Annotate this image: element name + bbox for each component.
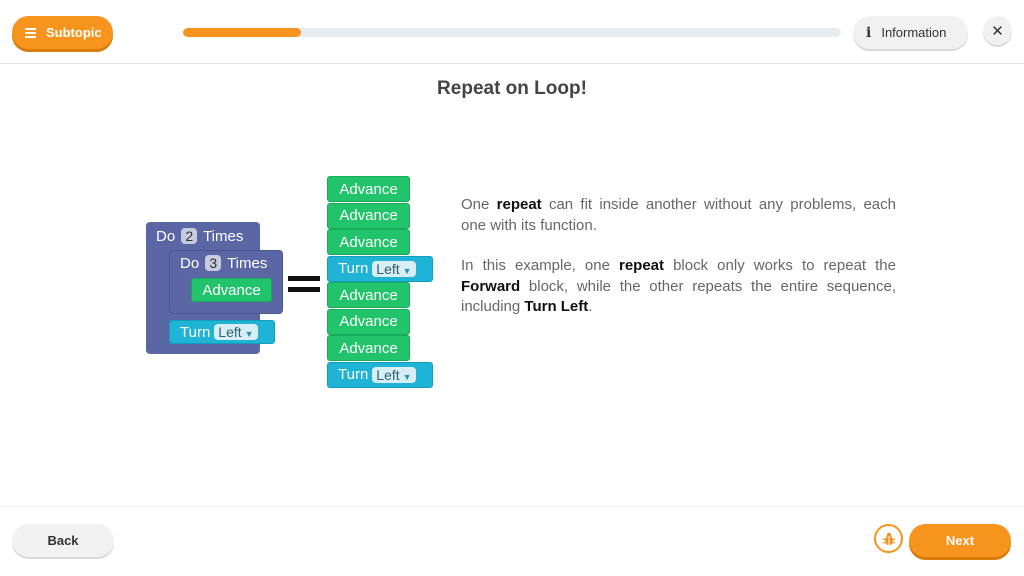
information-label: Information xyxy=(881,25,947,40)
turn-label: Turn xyxy=(338,260,369,277)
dropdown-caret-icon: ▼ xyxy=(402,371,412,382)
information-button[interactable]: i Information xyxy=(853,16,968,49)
page-title: Repeat on Loop! xyxy=(437,78,587,99)
info-icon: i xyxy=(866,24,872,41)
advance-block: Advance xyxy=(327,282,410,308)
inner-loop-suffix: Times xyxy=(227,255,268,272)
turn-label: Turn xyxy=(338,366,369,383)
progress-fill xyxy=(183,28,302,37)
direction-value: Left xyxy=(218,324,242,340)
close-icon: ✕ xyxy=(991,22,1004,40)
inner-loop-count: 3 xyxy=(205,255,222,271)
outer-loop-suffix: Times xyxy=(203,228,244,245)
dropdown-caret-icon: ▼ xyxy=(244,329,254,339)
report-bug-button[interactable] xyxy=(874,524,903,553)
subtopic-label: Subtopic xyxy=(46,25,102,40)
dropdown-caret-icon: ▼ xyxy=(402,265,412,276)
turn-block-nested: Turn Left▼ xyxy=(169,320,275,344)
advance-block: Advance xyxy=(327,176,410,202)
advance-block: Advance xyxy=(327,335,410,361)
direction-dropdown: Left▼ xyxy=(214,324,258,340)
direction-dropdown: Left▼ xyxy=(372,260,416,277)
top-bar: Subtopic i Information ✕ xyxy=(0,0,1024,64)
direction-dropdown: Left▼ xyxy=(372,366,416,383)
loop-illustration: Do 2 Times Do 3 Times Advance Turn Left▼… xyxy=(140,170,440,400)
bug-icon xyxy=(882,532,895,545)
back-button[interactable]: Back xyxy=(12,524,114,557)
footer-bar: Back Next xyxy=(0,506,1024,576)
direction-value: Left xyxy=(376,260,400,277)
close-button[interactable]: ✕ xyxy=(983,16,1012,45)
paragraph-1: One repeat can fit inside another withou… xyxy=(461,196,896,234)
advance-block: Advance xyxy=(327,229,410,255)
progress-bar xyxy=(183,28,841,37)
advance-block: Advance xyxy=(327,308,410,335)
outer-loop-count: 2 xyxy=(181,228,198,244)
inner-loop-prefix: Do xyxy=(180,255,200,272)
paragraph-2: In this example, one repeat block only w… xyxy=(461,257,896,315)
explanation-text: One repeat can fit inside another withou… xyxy=(461,195,896,338)
next-button[interactable]: Next xyxy=(909,524,1011,557)
subtopic-button[interactable]: Subtopic xyxy=(12,16,113,49)
advance-block-nested: Advance xyxy=(191,278,272,302)
advance-block: Advance xyxy=(327,202,410,229)
direction-value: Left xyxy=(376,366,400,383)
hamburger-icon xyxy=(25,27,36,38)
equals-sign xyxy=(288,276,320,298)
outer-loop-prefix: Do xyxy=(156,228,176,245)
turn-label: Turn xyxy=(180,323,211,341)
